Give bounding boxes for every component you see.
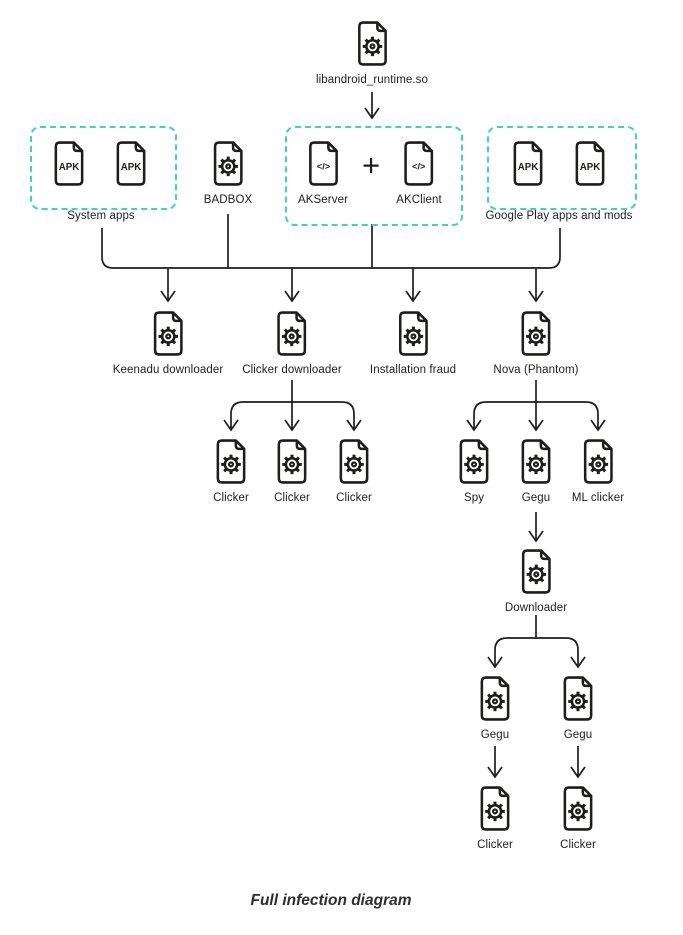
node-label: Spy (463, 492, 485, 504)
svg-text:APK: APK (518, 162, 539, 173)
svg-text:APK: APK (580, 162, 601, 173)
plus-sign: + (361, 147, 381, 183)
node-clicker-leaf-left: Clicker (476, 785, 514, 851)
node-label: libandroid_runtime.so (315, 74, 429, 86)
node-gegu-right: Gegu (559, 675, 597, 741)
gear-file-icon (517, 310, 555, 357)
google-play-label: Google Play apps and mods (485, 210, 633, 222)
gear-file-icon (517, 438, 555, 485)
gear-file-icon (455, 438, 493, 485)
apk-file-icon: APK (509, 140, 547, 187)
node-label: AKClient (396, 194, 442, 206)
node-clicker-leaf-right: Clicker (559, 785, 597, 851)
node-installation-fraud: Installation fraud (370, 310, 456, 376)
google-play-group-box (487, 126, 637, 210)
node-gegu: Gegu (517, 438, 555, 504)
gear-file-icon (394, 310, 432, 357)
node-label: Clicker (336, 492, 372, 504)
node-label: Clicker (274, 492, 310, 504)
gear-file-icon (579, 438, 617, 485)
svg-text:APK: APK (59, 162, 80, 173)
node-label: Gegu (521, 492, 551, 504)
google-play-apk-2: APK (571, 140, 609, 187)
gear-file-icon (476, 675, 514, 722)
gear-file-icon (476, 785, 514, 832)
apk-file-icon: APK (571, 140, 609, 187)
node-gegu-left: Gegu (476, 675, 514, 741)
gear-file-icon (335, 438, 373, 485)
system-apk-1: APK (50, 140, 88, 187)
node-label: Keenadu downloader (112, 364, 224, 376)
node-label: Clicker (560, 839, 596, 851)
node-label: Clicker (213, 492, 249, 504)
node-libandroid-runtime: libandroid_runtime.so (316, 20, 428, 86)
apk-file-icon: APK (112, 140, 150, 187)
svg-text:APK: APK (121, 162, 142, 173)
gear-file-icon (353, 20, 391, 67)
gear-file-icon (273, 438, 311, 485)
node-ml-clicker: ML clicker (572, 438, 624, 504)
node-label: Clicker (477, 839, 513, 851)
node-spy: Spy (455, 438, 493, 504)
code-file-icon: </> (400, 140, 438, 187)
node-clicker-2: Clicker (273, 438, 311, 504)
node-clicker-3: Clicker (335, 438, 373, 504)
node-label: AKServer (297, 194, 349, 206)
gear-file-icon (149, 310, 187, 357)
gear-file-icon (209, 140, 247, 187)
svg-text:</>: </> (412, 161, 426, 171)
node-label: Gegu (480, 729, 510, 741)
gear-file-icon (517, 548, 555, 595)
google-play-apk-1: APK (509, 140, 547, 187)
system-apk-2: APK (112, 140, 150, 187)
system-apps-label: System apps (67, 210, 135, 222)
gear-file-icon (559, 785, 597, 832)
node-label: ML clicker (571, 492, 625, 504)
node-nova-phantom: Nova (Phantom) (493, 310, 578, 376)
node-clicker-1: Clicker (212, 438, 250, 504)
node-label: Installation fraud (369, 364, 457, 376)
node-clicker-downloader: Clicker downloader (242, 310, 342, 376)
code-file-icon: </> (304, 140, 342, 187)
gear-file-icon (559, 675, 597, 722)
node-downloader: Downloader (505, 548, 567, 614)
figure-caption: Full infection diagram (250, 892, 412, 909)
gear-file-icon (212, 438, 250, 485)
node-akclient: </> AKClient (396, 140, 442, 206)
node-label: Gegu (563, 729, 593, 741)
gear-file-icon (273, 310, 311, 357)
node-akserver: </> AKServer (298, 140, 348, 206)
ak-group-box (285, 126, 463, 226)
node-keenadu-downloader: Keenadu downloader (113, 310, 224, 376)
node-badbox: BADBOX (204, 140, 253, 206)
node-label: Downloader (504, 602, 568, 614)
node-label: Clicker downloader (242, 364, 342, 376)
node-label: BADBOX (203, 194, 253, 206)
system-apps-group-box (30, 126, 177, 210)
apk-file-icon: APK (50, 140, 88, 187)
node-label: Nova (Phantom) (493, 364, 579, 376)
svg-text:</>: </> (316, 161, 330, 171)
